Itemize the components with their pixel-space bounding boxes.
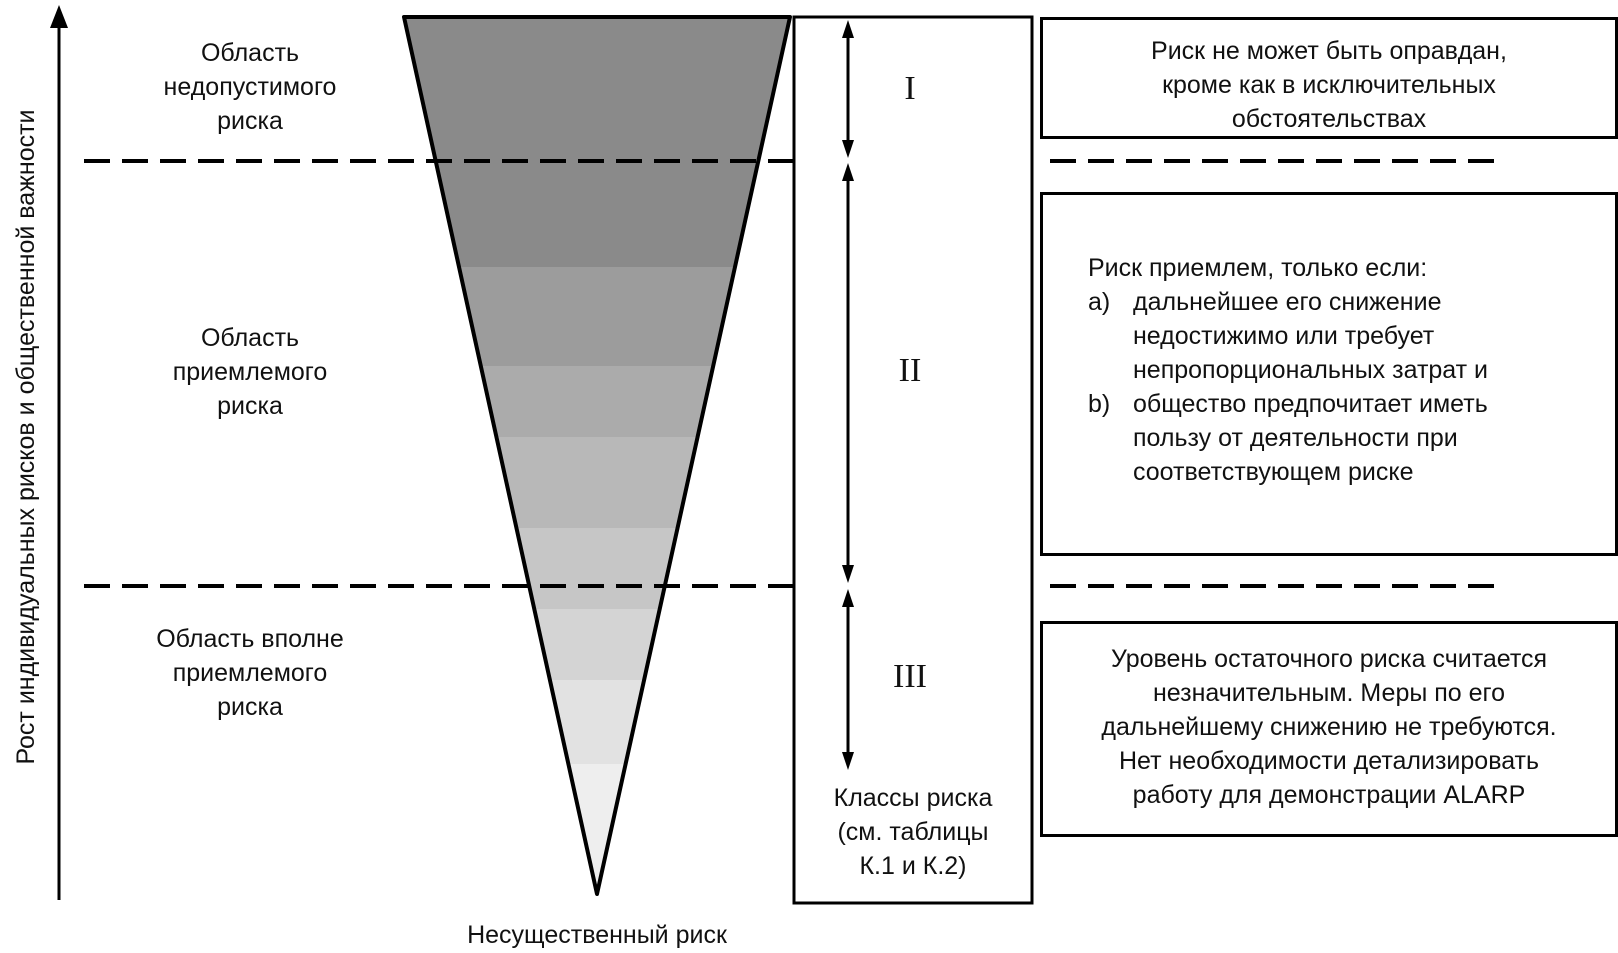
region-unacceptable-label: Область недопустимого риска <box>110 36 390 138</box>
region-tolerable-line-1: Область <box>200 324 300 352</box>
axis-arrowhead <box>50 5 68 28</box>
triangle-band-2 <box>404 267 790 367</box>
region-unacceptable-line-1: Область <box>200 39 300 67</box>
range-arrow-i <box>842 20 854 158</box>
negligible-risk-label: Несущественный риск <box>467 921 727 949</box>
region-broadly-acceptable-label: Область вполне приемлемого риска <box>100 622 400 724</box>
range-arrow-iii <box>842 589 854 770</box>
condition-b: b) общество предпочитает иметь пользу от… <box>1088 387 1615 489</box>
region-tolerable-label: Область приемлемого риска <box>110 321 390 423</box>
axis-label: Рост индивидуальных рисков и общественно… <box>12 109 40 765</box>
condition-b-line-1: общество предпочитает иметь <box>1133 390 1488 418</box>
condition-a-line-3: непропорциональных затрат и <box>1133 356 1489 384</box>
region-tolerable-line-3: риска <box>217 392 283 420</box>
condition-b-line-2: пользу от деятельности при <box>1133 424 1458 452</box>
description-bottom-line-5: работу для демонстрации ALARP <box>1132 781 1526 809</box>
description-top-line-2: кроме как в исключительных <box>1162 71 1496 99</box>
risk-classes-caption-line-2: (см. таблицы <box>837 818 989 846</box>
description-bottom-line-3: дальнейшему снижению не требуются. <box>1101 713 1557 741</box>
description-bottom-line-1: Уровень остаточного риска считается <box>1110 645 1548 673</box>
region-broadly-acceptable-line-3: риска <box>217 693 283 721</box>
description-box-broadly-acceptable: Уровень остаточного риска считается незн… <box>1040 621 1618 837</box>
triangle-band-3 <box>404 366 790 438</box>
condition-a-line-1: дальнейшее его снижение <box>1133 288 1442 316</box>
risk-classes-caption: Классы риска (см. таблицы К.1 и К.2) <box>796 781 1030 883</box>
triangle-band-5 <box>404 528 790 610</box>
description-top-line-1: Риск не может быть оправдан, <box>1151 37 1507 65</box>
triangle-band-1 <box>404 17 790 268</box>
region-broadly-acceptable-line-2: приемлемого <box>172 659 328 687</box>
description-top-line-3: обстоятельствах <box>1231 105 1427 133</box>
class-i-label: I <box>904 70 916 107</box>
description-bottom-line-4: Нет необходимости детализировать <box>1118 747 1540 775</box>
condition-a: a) дальнейшее его снижение недостижимо и… <box>1088 285 1615 387</box>
range-arrow-ii <box>842 163 854 583</box>
description-box-tolerable: Риск приемлем, только если: a) дальнейше… <box>1040 192 1618 556</box>
class-ii-label: II <box>898 352 922 389</box>
region-unacceptable-line-2: недопустимого <box>163 73 337 101</box>
class-column-box <box>792 15 1034 905</box>
description-middle-intro: Риск приемлем, только если: <box>1088 254 1428 282</box>
region-broadly-acceptable-line-1: Область вполне <box>156 625 344 653</box>
condition-b-marker: b) <box>1088 390 1111 418</box>
condition-a-marker: a) <box>1088 288 1111 316</box>
region-tolerable-line-2: приемлемого <box>172 358 328 386</box>
triangle-band-4 <box>404 437 790 529</box>
description-box-unacceptable: Риск не может быть оправдан, кроме как в… <box>1040 17 1618 139</box>
risk-triangle-outline <box>402 15 792 896</box>
triangle-band-7 <box>404 680 790 765</box>
class-iii-label: III <box>893 658 927 695</box>
risk-classes-caption-line-3: К.1 и К.2) <box>859 852 967 880</box>
description-bottom-line-2: незначительным. Меры по его <box>1152 679 1506 707</box>
risk-classes-caption-line-1: Классы риска <box>833 784 993 812</box>
condition-b-line-3: соответствующем риске <box>1133 458 1414 486</box>
condition-a-line-2: недостижимо или требует <box>1133 322 1435 350</box>
risk-triangle-bands <box>404 17 790 894</box>
region-unacceptable-line-3: риска <box>217 107 283 135</box>
triangle-band-6 <box>404 609 790 681</box>
